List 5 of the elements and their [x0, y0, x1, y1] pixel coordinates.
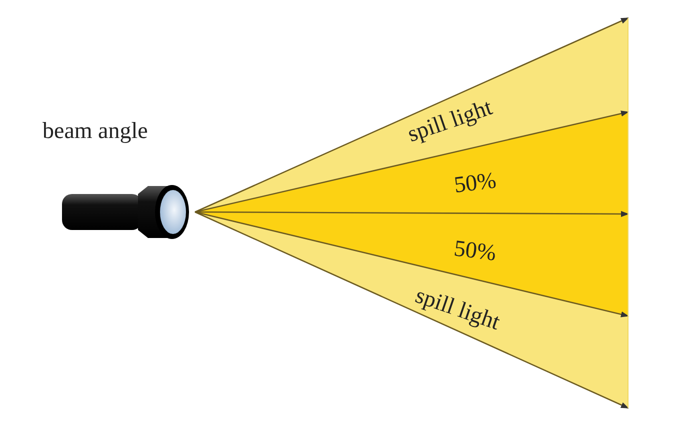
- beam-region-label: spill light: [404, 94, 495, 146]
- diagram-label: beam angle: [42, 118, 148, 142]
- beam-region-label: spill light: [412, 282, 503, 334]
- beam-region-label: 50%: [452, 236, 498, 264]
- beam-region-label: 50%: [452, 168, 498, 196]
